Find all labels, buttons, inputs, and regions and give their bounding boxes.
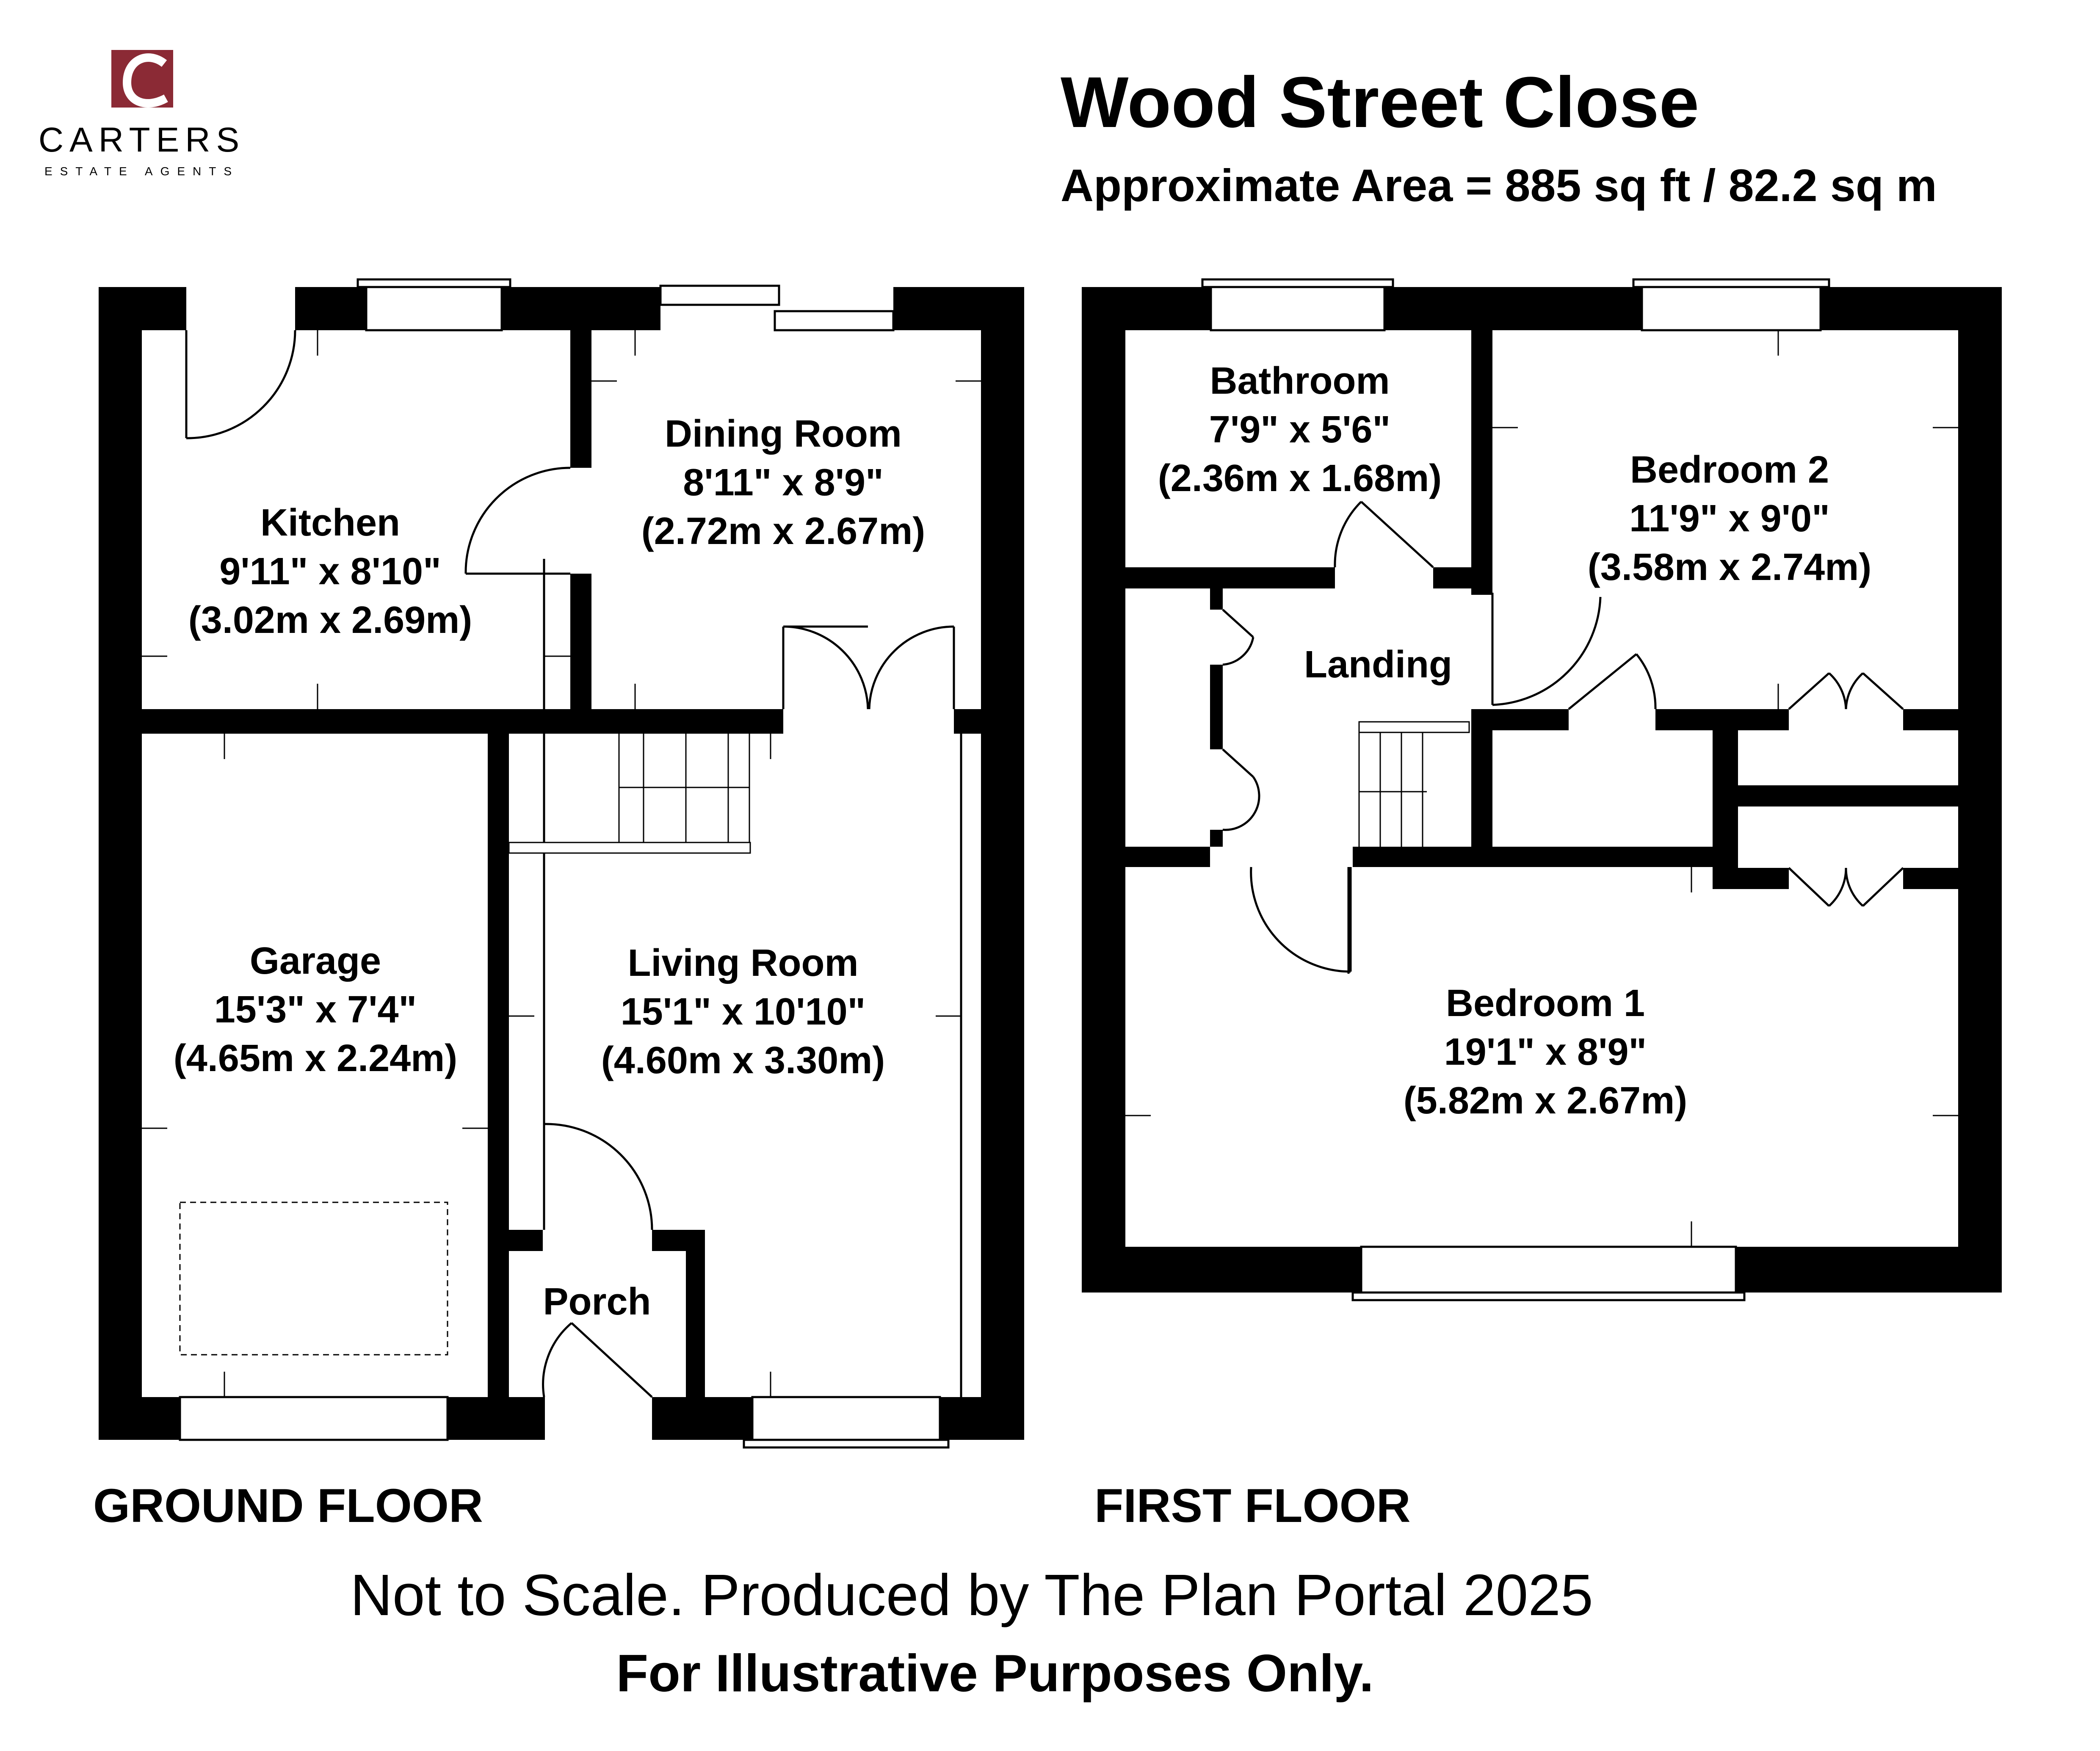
wall [1821, 287, 2002, 330]
illustrative-note: For Illustrative Purposes Only. [616, 1644, 1373, 1703]
wall [142, 709, 783, 734]
wall [1210, 588, 1223, 610]
wall [940, 1397, 1024, 1440]
room-living-imperial: 15'1" x 10'10" [621, 991, 866, 1033]
wall [1492, 709, 1569, 730]
brand-name: CARTERS [39, 121, 245, 159]
room-kitchen-imperial: 9'11" x 8'10" [219, 550, 441, 593]
room-garage-metric: (4.65m x 2.24m) [174, 1037, 457, 1080]
wall [1210, 665, 1223, 749]
door [1222, 501, 1904, 973]
wall [1125, 567, 1335, 588]
room-kitchen-name: Kitchen [260, 502, 400, 544]
door [185, 330, 954, 1398]
wall [1082, 287, 1125, 1293]
ground-floor-plan [99, 278, 1024, 1449]
wall [295, 287, 366, 330]
room-bedroom1-metric: (5.82m x 2.67m) [1404, 1080, 1687, 1122]
wall [1210, 830, 1223, 847]
room-bedroom2-imperial: 11'9" x 9'0" [1629, 497, 1830, 540]
room-dining-name: Dining Room [665, 413, 902, 455]
plan-title: Wood Street Close [1061, 62, 1699, 143]
staircase [508, 734, 751, 854]
ground-floor-label: GROUND FLOOR [93, 1479, 483, 1532]
room-bathroom-name: Bathroom [1210, 360, 1390, 402]
wall [1384, 287, 1642, 330]
wall [893, 287, 1024, 330]
room-garage-name: Garage [250, 940, 381, 982]
wall [99, 287, 186, 330]
room-dining-imperial: 8'11" x 8'9" [683, 461, 884, 504]
wall [1082, 1247, 1361, 1293]
wall [1082, 287, 1211, 330]
area-summary: Approximate Area = 885 sq ft / 82.2 sq m [1061, 160, 1937, 211]
room-living-metric: (4.60m x 3.30m) [601, 1039, 885, 1082]
wall [1471, 709, 1492, 847]
wall [1903, 868, 1958, 889]
brand-tagline: ESTATE AGENTS [44, 165, 239, 178]
wall [1738, 868, 1789, 889]
room-bedroom1-imperial: 19'1" x 8'9" [1444, 1031, 1647, 1073]
room-dining-metric: (2.72m x 2.67m) [641, 510, 925, 552]
room-bathroom-imperial: 7'9" x 5'6" [1209, 409, 1390, 451]
wall [99, 287, 142, 1440]
wall [99, 1397, 180, 1440]
room-garage-imperial: 15'3" x 7'4" [214, 989, 417, 1031]
wall [448, 1397, 545, 1440]
wall [981, 287, 1024, 1440]
wall [954, 709, 982, 734]
room-bathroom-metric: (2.36m x 1.68m) [1158, 457, 1442, 500]
room-kitchen-metric: (3.02m x 2.69m) [188, 599, 472, 641]
wall [1125, 847, 1210, 867]
wall [1353, 847, 1713, 867]
wall [652, 1397, 752, 1440]
logo-monogram-c-icon [122, 53, 168, 108]
garage-door [179, 1201, 448, 1356]
window [179, 278, 950, 1449]
wall [1736, 1247, 2002, 1293]
wall [1713, 730, 1738, 889]
room-labels: Kitchen 9'11" x 8'10" (3.02m x 2.69m) Di… [174, 360, 1871, 1323]
wall [1433, 567, 1471, 588]
wall [488, 734, 509, 1397]
wall [570, 574, 591, 709]
room-bedroom2-metric: (3.58m x 2.74m) [1588, 546, 1871, 588]
wall [686, 1230, 705, 1397]
first-floor-label: FIRST FLOOR [1094, 1479, 1411, 1532]
room-bedroom2-name: Bedroom 2 [1630, 449, 1829, 491]
wall [1958, 287, 2002, 1293]
room-living-name: Living Room [628, 942, 859, 984]
wall [1903, 709, 1958, 730]
scale-disclaimer: Not to Scale. Produced by The Plan Porta… [350, 1563, 1593, 1628]
wall [1471, 330, 1492, 595]
wall [570, 330, 591, 468]
wall [1655, 709, 1789, 730]
first-floor-plan [1082, 278, 2002, 1301]
staircase [1358, 721, 1470, 847]
room-porch-name: Porch [543, 1281, 651, 1323]
wall [502, 287, 660, 330]
room-bedroom1-name: Bedroom 1 [1446, 982, 1645, 1025]
wall [1738, 785, 1958, 806]
window [1201, 278, 1830, 1301]
carters-logo: CARTERS ESTATE AGENTS [39, 50, 245, 178]
wall [509, 1230, 543, 1251]
room-landing-name: Landing [1304, 644, 1452, 686]
